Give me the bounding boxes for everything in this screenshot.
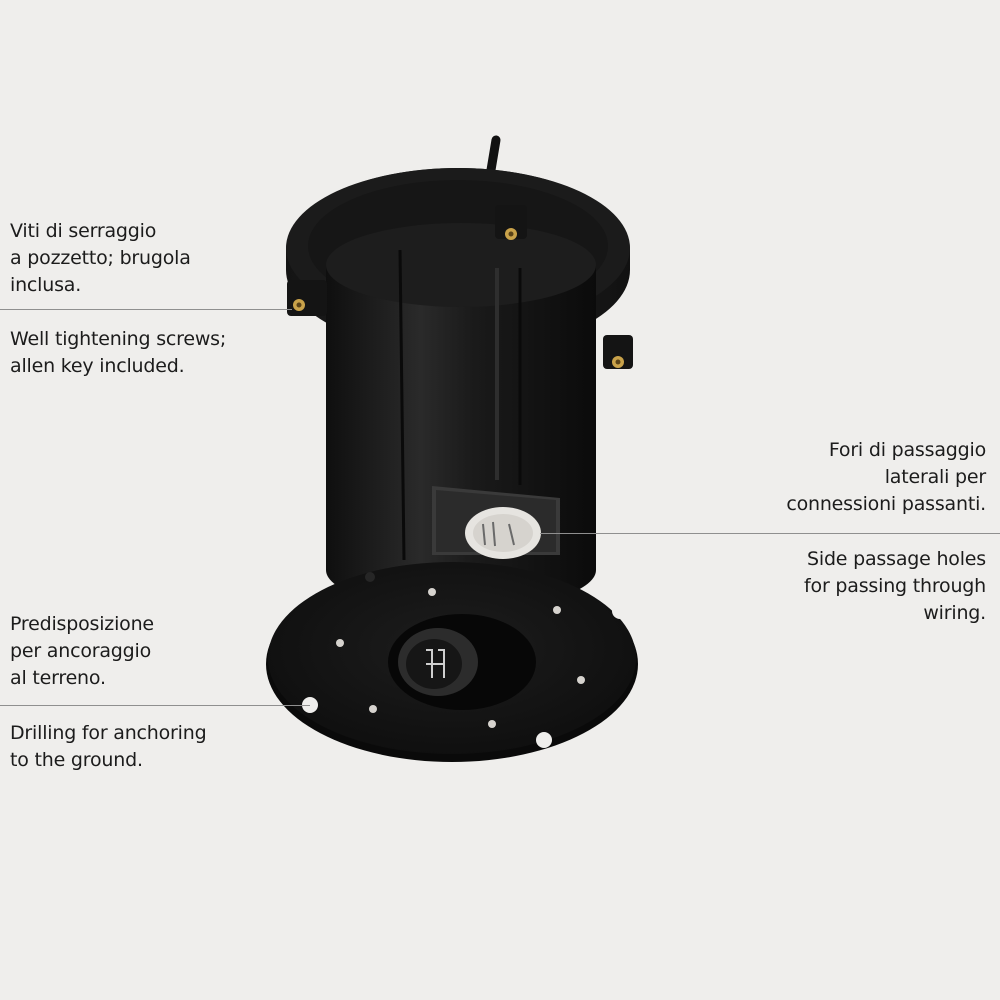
annotation-anchoring-divider [0, 705, 310, 706]
base-plate [266, 562, 638, 762]
annotation-side-holes-italian: Fori di passaggio laterali per connessio… [786, 439, 986, 515]
annotation-side-holes-english: Side passage holes for passing through w… [804, 548, 986, 624]
main-body [326, 223, 596, 610]
annotation-anchoring-italian: Predisposizione per ancoraggio al terren… [10, 613, 154, 689]
annotation-anchoring-english: Drilling for anchoring to the ground. [10, 722, 207, 771]
annotation-screws-italian: Viti di serraggio a pozzetto; brugola in… [10, 220, 191, 296]
annotation-side-holes-divider [540, 533, 1000, 534]
well-screws [287, 205, 633, 369]
annotation-screws-divider [0, 309, 292, 310]
side-passage-hole [465, 507, 541, 559]
annotation-screws-english: Well tightening screws; allen key includ… [10, 328, 227, 377]
